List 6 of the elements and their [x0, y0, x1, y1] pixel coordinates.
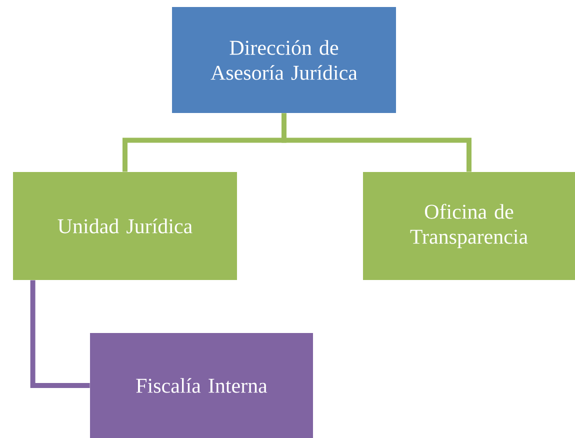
org-box: Dirección de Asesoría Jurídica [172, 7, 396, 113]
connector-line [282, 113, 472, 172]
org-box: Fiscalía Interna [90, 332, 313, 438]
org-box: Unidad Jurídica [13, 172, 237, 280]
connector-line [30, 280, 90, 388]
org-box: Oficina de Transparencia [363, 172, 575, 280]
